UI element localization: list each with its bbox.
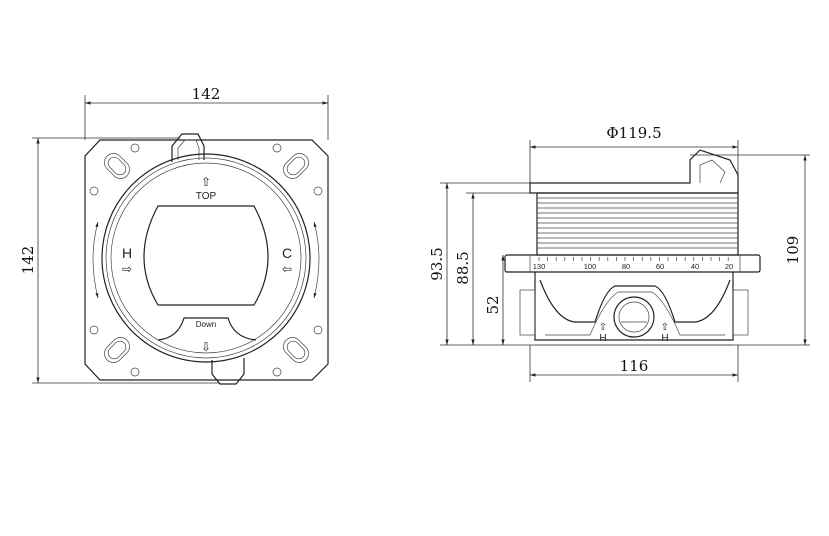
- temperature-scale-ring: [504, 254, 761, 273]
- rotate-left-arrow-icon: [92, 221, 99, 299]
- outlet-port: [613, 296, 655, 338]
- cold-label: C: [282, 245, 292, 261]
- hot-label: H: [122, 245, 132, 261]
- scale-label: 100: [584, 262, 597, 271]
- front-width-dimension: 142: [84, 85, 329, 140]
- top-arrow-icon: ⇧: [201, 175, 211, 189]
- side-width-dimension: 116: [529, 345, 739, 382]
- up-arrow-icon: ⇧: [599, 322, 607, 333]
- side-width-label: 116: [620, 357, 649, 375]
- port-label-h: H: [599, 333, 606, 344]
- cap: [529, 149, 739, 194]
- valve-housing: [534, 272, 734, 341]
- threaded-body: [536, 192, 739, 256]
- height-93-5-label: 93.5: [428, 247, 446, 280]
- scale-labels: 130 100 80 60 40 20: [533, 262, 733, 271]
- height-109-label: 109: [784, 236, 802, 265]
- height-52-label: 52: [484, 295, 502, 314]
- port-label-h: H: [661, 333, 668, 344]
- front-height-label: 142: [19, 246, 37, 275]
- side-view: Φ119.5 116 93.5 88.5 52 109: [428, 124, 810, 382]
- mounting-holes: [89, 143, 323, 377]
- scale-label: 80: [622, 262, 630, 271]
- scale-label: 20: [725, 262, 733, 271]
- scale-label: 130: [533, 262, 546, 271]
- top-clip: [171, 133, 205, 162]
- up-arrow-icon: ⇧: [661, 322, 669, 333]
- front-height-dimension: 142: [19, 137, 220, 384]
- cold-arrow-icon: ⇦: [282, 262, 292, 276]
- bottom-clip: [211, 358, 245, 385]
- thread-lines: [537, 197, 738, 249]
- hot-arrow-icon: ⇨: [122, 262, 132, 276]
- scale-label: 40: [691, 262, 699, 271]
- down-arrow-icon: ⇩: [201, 340, 211, 354]
- front-width-label: 142: [192, 85, 221, 103]
- display-window: [143, 205, 269, 306]
- down-label: Down: [196, 320, 216, 329]
- down-tab: [157, 317, 257, 341]
- scale-label: 60: [656, 262, 664, 271]
- mounting-plate: [84, 139, 329, 381]
- height-88-5-label: 88.5: [454, 251, 472, 284]
- scale-ticks: [538, 257, 729, 261]
- top-label: TOP: [196, 191, 217, 202]
- height-dimensions: 93.5 88.5 52 109: [428, 154, 810, 346]
- rotate-right-arrow-icon: [313, 221, 320, 299]
- diameter-label: Φ119.5: [606, 124, 661, 142]
- diameter-dimension: Φ119.5: [529, 124, 739, 183]
- outer-ring: [101, 153, 311, 363]
- front-view: 142 142: [19, 85, 329, 385]
